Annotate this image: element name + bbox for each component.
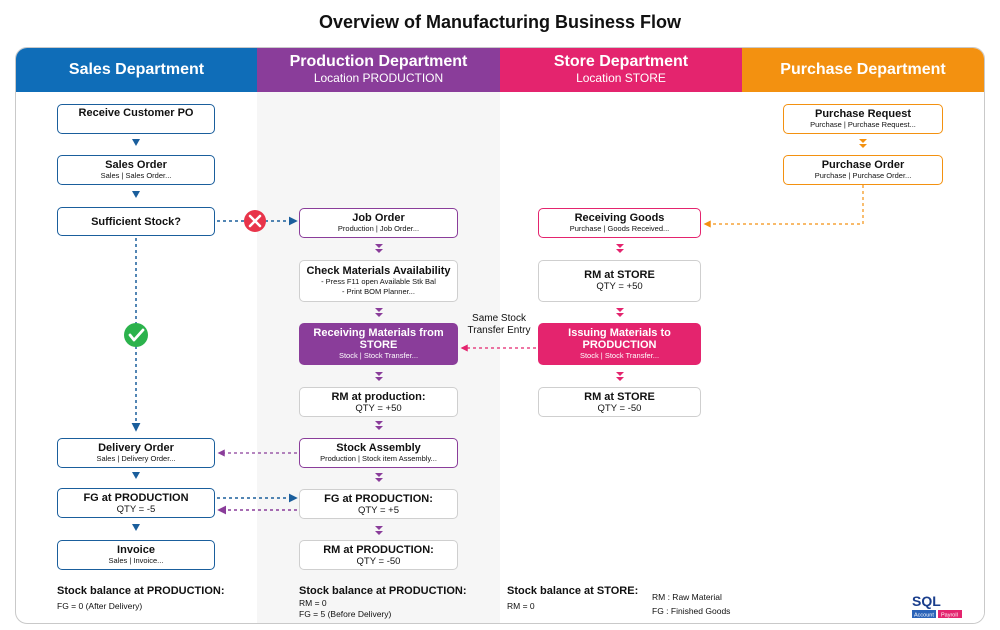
po-to-receiving-connector	[703, 185, 864, 228]
receiving-goods-box: Receiving Goods Purchase | Goods Receive…	[538, 208, 701, 238]
production-arrows	[375, 244, 383, 535]
receiving-goods-title: Receiving Goods	[574, 212, 665, 224]
production-balance-line-rm: RM = 0	[299, 598, 327, 608]
transfer-label-line2: Transfer Entry	[467, 325, 531, 336]
fg-production-sales-qty: QTY = -5	[116, 504, 156, 515]
rm-store-box: RM at STORE QTY = +50	[538, 260, 701, 302]
page-title: Overview of Manufacturing Business Flow	[318, 12, 682, 32]
rm-store-final-title: RM at STORE	[584, 391, 655, 403]
rm-store-title: RM at STORE	[584, 269, 655, 281]
check-materials-box: Check Materials Availability - Press F11…	[299, 260, 458, 302]
purchase-arrows	[859, 139, 867, 148]
sql-logo: SQL Account Payroll	[912, 592, 966, 620]
sales-order-title: Sales Order	[105, 159, 167, 171]
rm-production-title: RM at production:	[331, 391, 426, 403]
purchase-order-sub: Purchase | Purchase Order...	[814, 171, 912, 180]
receive-po-title: Receive Customer PO	[78, 107, 194, 119]
receive-po-box: Receive Customer PO	[57, 104, 215, 134]
purchase-request-box: Purchase Request Purchase | Purchase Req…	[783, 104, 943, 134]
legend: RM : Raw Material FG : Finished Goods	[652, 592, 772, 617]
issuing-materials-sub: Stock | Stock Transfer...	[579, 351, 660, 360]
store-balance-title: Stock balance at STORE:	[507, 585, 639, 597]
stock-assembly-box: Stock Assembly Production | Stock item A…	[299, 438, 458, 468]
logo-text: SQL	[912, 593, 941, 609]
rm-store-qty: QTY = +50	[596, 281, 643, 292]
delivery-order-title: Delivery Order	[98, 442, 174, 454]
sales-header-title: Sales Department	[68, 61, 205, 78]
store-column: Store Department Location STORE	[500, 48, 742, 623]
store-balance-line: RM = 0	[507, 601, 535, 611]
invoice-box: Invoice Sales | Invoice...	[57, 540, 215, 570]
check-materials-sub2: - Print BOM Planner...	[342, 287, 415, 296]
check-materials-title: Check Materials Availability	[306, 265, 451, 277]
receiving-materials-title: Receiving Materials from STORE	[313, 327, 444, 351]
logo-sub2: Payroll	[941, 613, 958, 619]
rm-production-final-qty: QTY = -50	[356, 556, 401, 567]
job-order-box: Job Order Production | Job Order...	[299, 208, 458, 238]
purchase-header: Purchase Department	[742, 48, 984, 92]
sales-arrows	[132, 139, 140, 531]
invoice-title: Invoice	[117, 544, 155, 556]
production-balance-title: Stock balance at PRODUCTION:	[299, 585, 467, 597]
store-header-location: Location STORE	[576, 71, 666, 85]
stock-assembly-title: Stock Assembly	[336, 442, 421, 454]
rm-production-qty: QTY = +50	[355, 403, 402, 414]
rm-store-final-box: RM at STORE QTY = -50	[538, 387, 701, 417]
issuing-materials-title: Issuing Materials to PRODUCTION	[568, 327, 671, 351]
production-header-title: Production Department	[289, 53, 468, 70]
sales-order-box: Sales Order Sales | Sales Order...	[57, 155, 215, 185]
rm-production-final-box: RM at PRODUCTION: QTY = -50	[299, 540, 458, 570]
sales-balance-title: Stock balance at PRODUCTION:	[57, 585, 225, 597]
production-header: Production Department Location PRODUCTIO…	[257, 48, 500, 92]
sufficient-stock-title: Sufficient Stock?	[91, 216, 181, 228]
cross-circle-icon	[244, 210, 266, 232]
rm-production-box: RM at production: QTY = +50	[299, 387, 458, 417]
legend-fg: FG : Finished Goods	[652, 606, 731, 616]
purchase-header-title: Purchase Department	[780, 61, 946, 78]
purchase-request-title: Purchase Request	[815, 108, 911, 120]
fg-production-qty: QTY = +5	[357, 505, 399, 516]
purchase-column: Purchase Department	[742, 48, 984, 623]
purchase-order-box: Purchase Order Purchase | Purchase Order…	[783, 155, 943, 185]
rm-store-final-qty: QTY = -50	[597, 403, 642, 414]
store-balance: Stock balance at STORE: RM = 0	[507, 584, 647, 612]
receiving-goods-sub: Purchase | Goods Received...	[569, 224, 670, 233]
purchase-order-title: Purchase Order	[821, 159, 905, 171]
legend-rm: RM : Raw Material	[652, 592, 722, 602]
fg-production-box: FG at PRODUCTION: QTY = +5	[299, 489, 458, 519]
production-balance: Stock balance at PRODUCTION: RM = 0 FG =…	[299, 584, 499, 620]
fg-production-sales-box: FG at PRODUCTION QTY = -5	[57, 488, 215, 518]
rm-production-final-title: RM at PRODUCTION:	[323, 544, 434, 556]
receiving-materials-box: Receiving Materials from STORE Stock | S…	[299, 323, 458, 365]
fg-production-title: FG at PRODUCTION:	[324, 493, 433, 505]
delivery-order-box: Delivery Order Sales | Delivery Order...	[57, 438, 215, 468]
job-order-title: Job Order	[352, 212, 405, 224]
sales-balance: Stock balance at PRODUCTION: FG = 0 (Aft…	[57, 584, 257, 612]
store-arrows	[616, 244, 624, 381]
fg-production-sales-title: FG at PRODUCTION	[83, 492, 189, 504]
check-circle-icon	[124, 323, 148, 347]
logo-sub1: Account	[914, 613, 934, 619]
job-order-sub: Production | Job Order...	[337, 224, 420, 233]
sql-logo-mark: SQL Account Payroll	[912, 593, 962, 619]
sales-order-sub: Sales | Sales Order...	[100, 171, 172, 180]
receiving-materials-sub: Stock | Stock Transfer...	[338, 351, 419, 360]
purchase-request-sub: Purchase | Purchase Request...	[810, 120, 916, 129]
sales-column: Sales Department	[16, 48, 257, 623]
sufficient-stock-box: Sufficient Stock?	[57, 207, 215, 236]
sales-header: Sales Department	[16, 48, 257, 92]
production-balance-line-fg: FG = 5 (Before Delivery)	[299, 609, 392, 619]
delivery-order-sub: Sales | Delivery Order...	[96, 454, 176, 463]
sales-balance-line: FG = 0 (After Delivery)	[57, 601, 143, 611]
transfer-label: Same Stock Transfer Entry	[460, 313, 538, 337]
invoice-sub: Sales | Invoice...	[108, 556, 164, 565]
stock-assembly-sub: Production | Stock item Assembly...	[320, 454, 437, 463]
transfer-label-line1: Same Stock	[472, 313, 526, 324]
store-header-title: Store Department	[553, 53, 689, 70]
store-header: Store Department Location STORE	[500, 48, 742, 92]
production-header-location: Location PRODUCTION	[313, 71, 444, 85]
check-materials-sub1: - Press F11 open Available Stk Bal	[321, 277, 436, 286]
issuing-materials-box: Issuing Materials to PRODUCTION Stock | …	[538, 323, 701, 365]
